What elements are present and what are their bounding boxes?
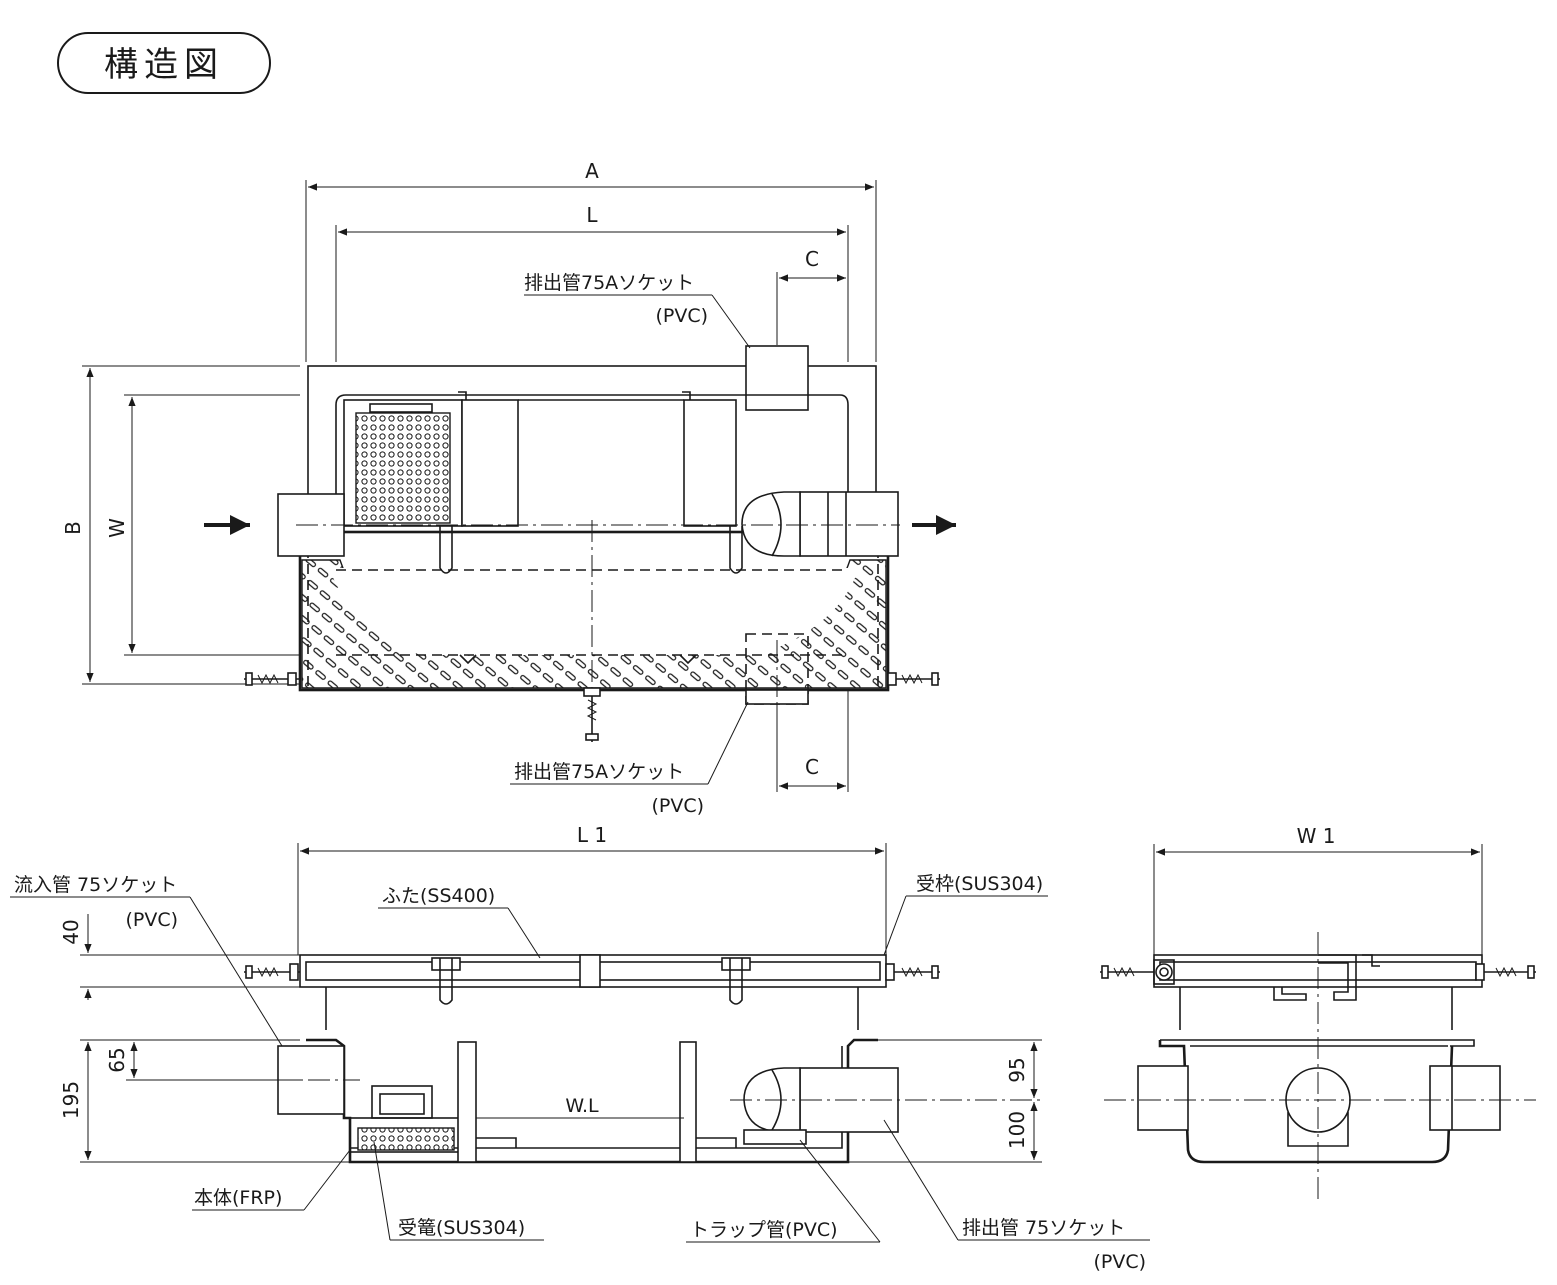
end-bolt-left-icon bbox=[1100, 965, 1154, 979]
dim-B: B bbox=[61, 521, 85, 535]
label-outlet-socket-top-material: (PVC) bbox=[655, 305, 708, 327]
lid-bolt-right-icon bbox=[885, 963, 940, 981]
label-outlet-socket-top: 排出管75Aソケット bbox=[524, 272, 694, 294]
dim-95: 95 bbox=[1005, 1057, 1029, 1082]
dim-W1: W 1 bbox=[1297, 824, 1336, 848]
label-lid: ふた(SS400) bbox=[382, 885, 495, 907]
label-outlet-socket-bottom: 排出管75Aソケット bbox=[514, 761, 684, 783]
page-title: 構造図 bbox=[104, 45, 224, 85]
dim-100: 100 bbox=[1005, 1111, 1029, 1149]
lid-handle-left bbox=[431, 957, 461, 1005]
label-body: 本体(FRP) bbox=[194, 1187, 282, 1209]
label-outlet-pipe-material: (PVC) bbox=[1093, 1251, 1146, 1273]
label-inlet-pipe: 流入管 75ソケット bbox=[14, 874, 177, 896]
label-outlet-pipe: 排出管 75ソケット bbox=[962, 1217, 1125, 1239]
end-elevation: W 1 bbox=[1100, 824, 1536, 1200]
bolt-left-icon bbox=[244, 672, 300, 686]
dim-L: L bbox=[586, 203, 598, 227]
dim-65: 65 bbox=[105, 1047, 129, 1072]
label-trap-pipe: トラップ管(PVC) bbox=[690, 1219, 838, 1241]
dim-C-bottom: C bbox=[805, 755, 819, 779]
lid-bolt-left-icon bbox=[244, 963, 300, 981]
label-water-level: W.L bbox=[565, 1095, 599, 1117]
title-box: 構造図 bbox=[57, 32, 271, 94]
dim-L1: L 1 bbox=[577, 823, 607, 847]
side-elevation: L 1 40 bbox=[10, 823, 1150, 1273]
label-frame: 受枠(SUS304) bbox=[916, 873, 1043, 895]
end-bolt-right-icon bbox=[1475, 963, 1536, 981]
label-inlet-pipe-material: (PVC) bbox=[125, 909, 178, 931]
bolt-bottom-icon bbox=[583, 687, 601, 742]
label-outlet-socket-bottom-material: (PVC) bbox=[651, 795, 704, 817]
dim-W: W bbox=[105, 518, 129, 538]
dim-C-top: C bbox=[805, 247, 819, 271]
dim-40: 40 bbox=[59, 919, 83, 944]
label-basket: 受篭(SUS304) bbox=[398, 1217, 525, 1239]
dim-195: 195 bbox=[59, 1081, 83, 1119]
dim-A: A bbox=[585, 159, 599, 183]
plan-view: A L C B W bbox=[61, 159, 956, 817]
lid-handle-right bbox=[721, 957, 751, 1005]
bolt-right-icon bbox=[887, 672, 940, 686]
